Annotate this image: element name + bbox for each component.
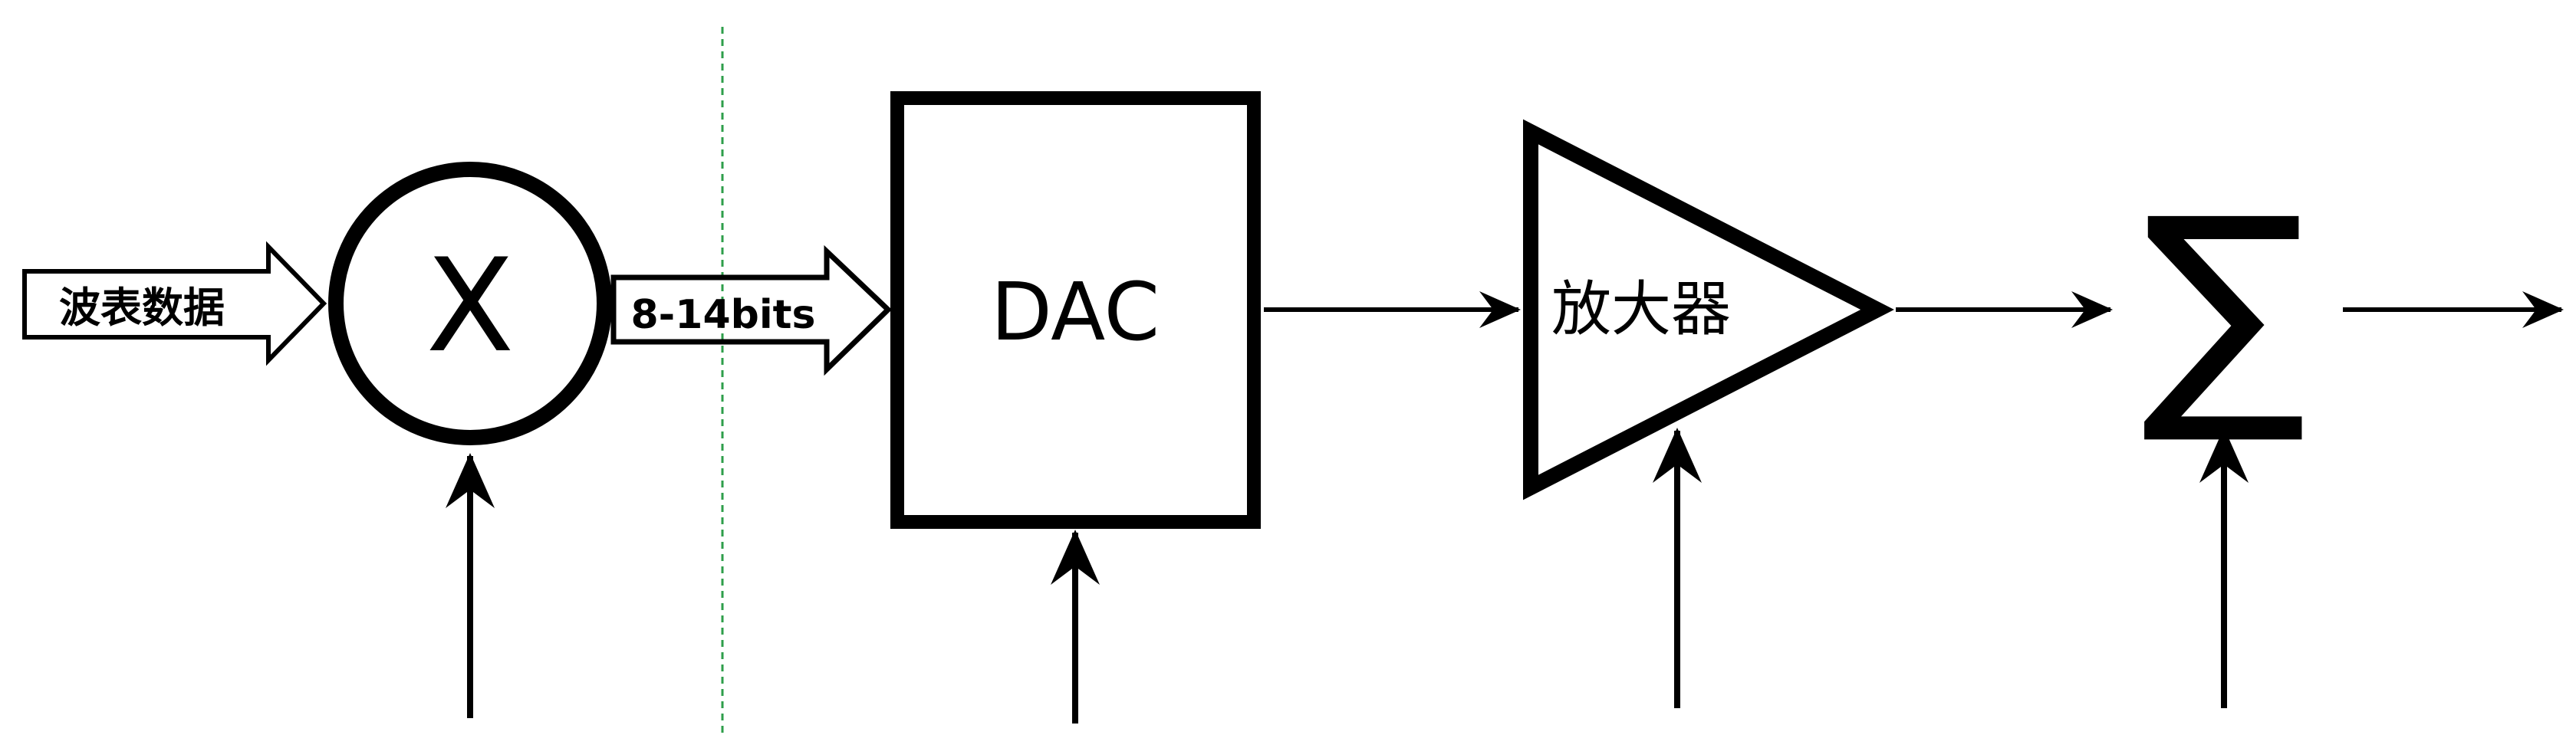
amplifier-triangle [1523, 119, 1894, 500]
bus-hollow-arrow [610, 244, 893, 376]
input-hollow-arrow [22, 241, 327, 366]
summer-symbol: ∑ [2141, 166, 2307, 451]
multiplier-circle [328, 162, 612, 445]
dac-box [890, 91, 1261, 529]
bus-label: 8-14bits [631, 292, 816, 338]
input-label: 波表数据 [59, 284, 225, 332]
amplifier-label: 放大器 [1551, 275, 1731, 344]
multiplier-symbol: X [426, 231, 514, 381]
dac-label: DAC [991, 265, 1160, 359]
